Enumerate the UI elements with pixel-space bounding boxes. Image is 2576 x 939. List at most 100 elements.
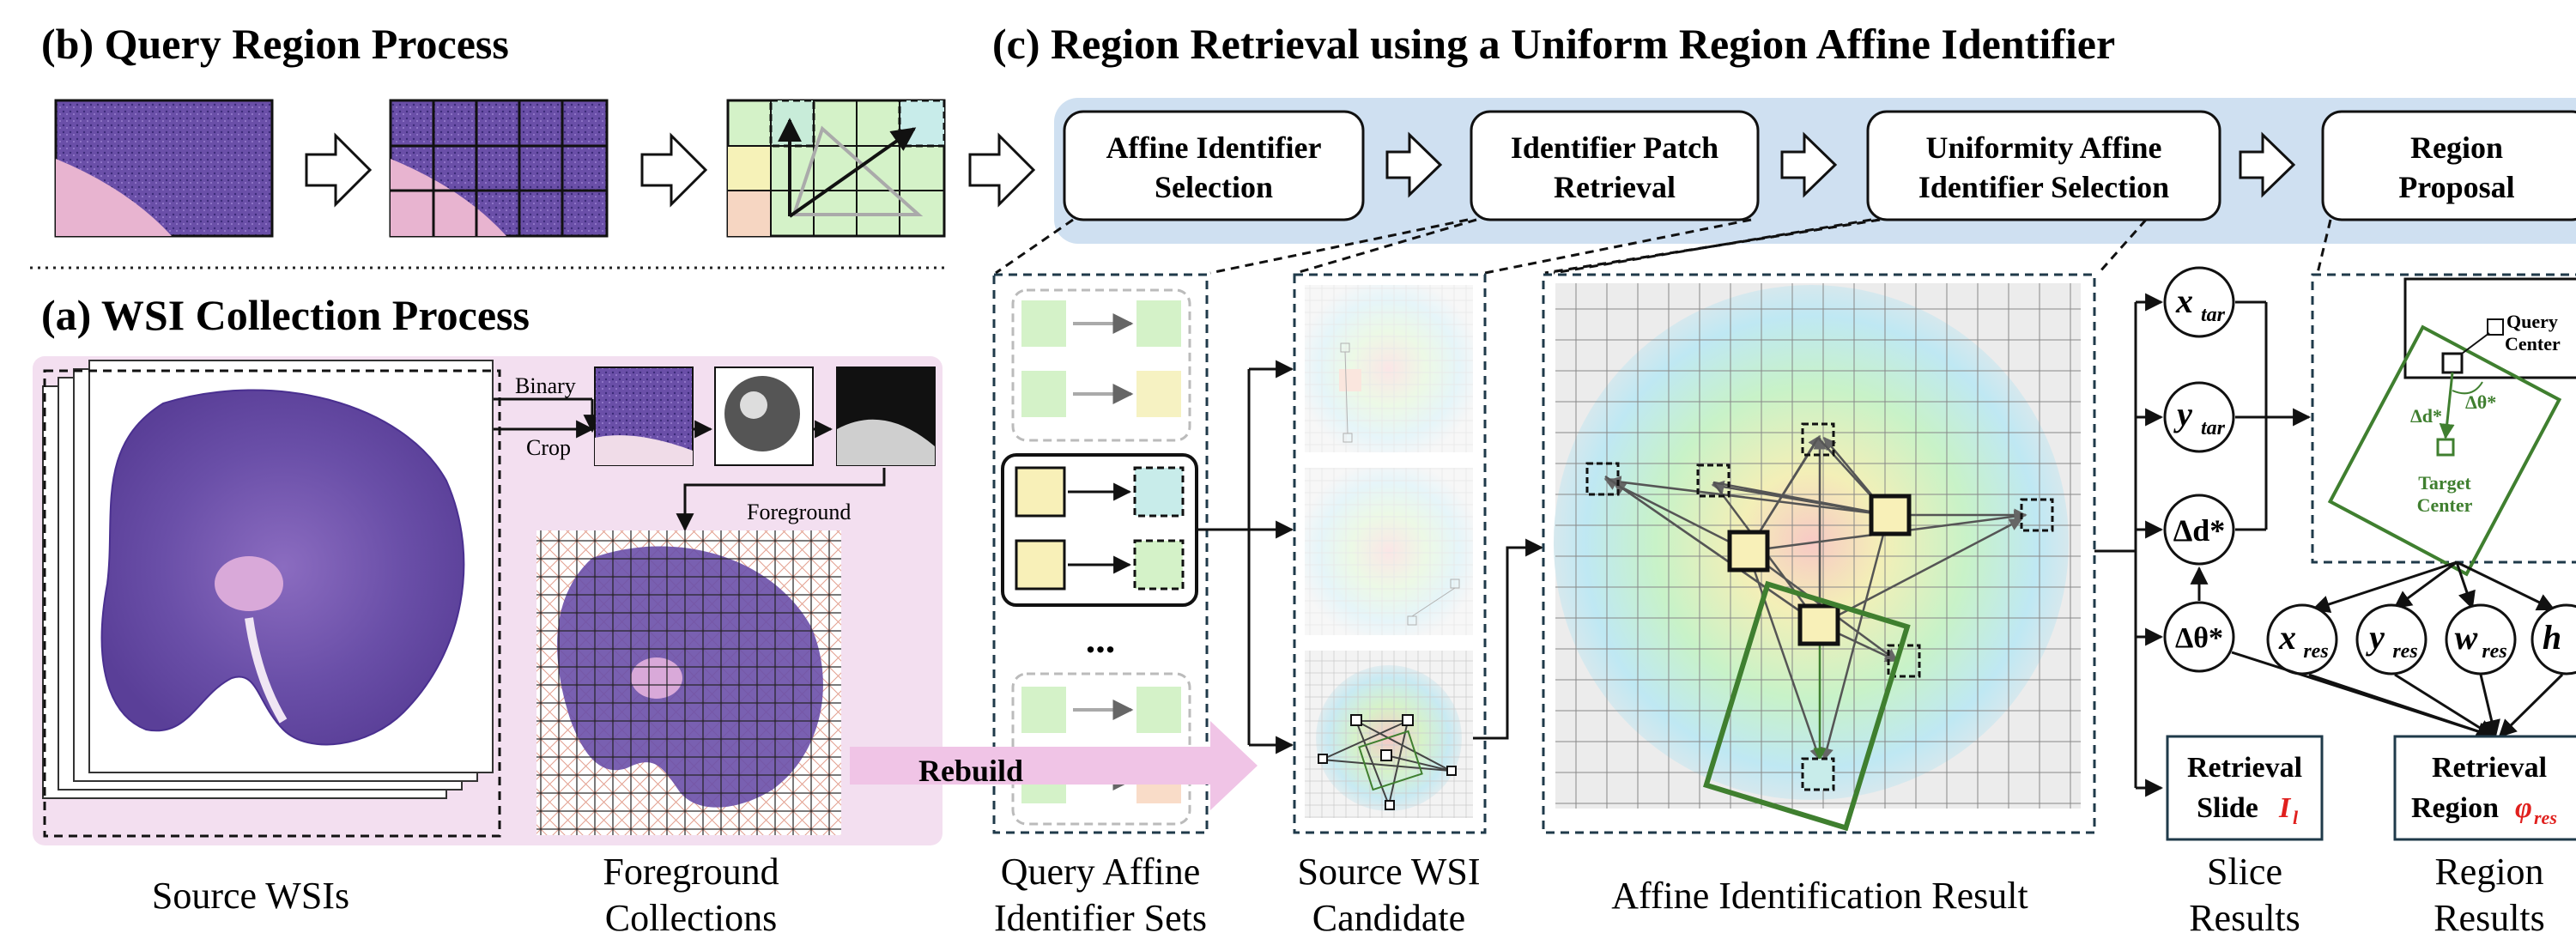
svg-text:Center: Center — [2417, 494, 2473, 516]
proposal-diagram: Query Center Δd* Δθ* Target Center — [2327, 277, 2576, 577]
node-delta-d: Δd* — [2163, 494, 2235, 566]
node-x-res: x res — [2266, 603, 2338, 675]
svg-text:res: res — [2482, 640, 2506, 663]
pipeline-step-region-proposal: Region Proposal — [2321, 110, 2576, 221]
node-y-res: y res — [2355, 603, 2428, 675]
candidate-3 — [1305, 651, 1473, 818]
svg-text:Center: Center — [2505, 333, 2561, 354]
caption-candidate-2: Candidate — [1312, 897, 1465, 939]
retrieval-slide-box: Retrieval Slide I l — [2166, 735, 2324, 841]
svg-text:Selection: Selection — [1155, 170, 1273, 204]
foreground-collection-grid — [536, 530, 841, 835]
retrieval-region-box: Retrieval Region φ res — [2393, 735, 2576, 841]
node-w-res: w res — [2445, 603, 2517, 675]
svg-text:tar: tar — [2201, 417, 2226, 439]
svg-text:Proposal: Proposal — [2398, 170, 2514, 204]
node-x-tar: x tar — [2163, 266, 2235, 338]
svg-text:Identifier Selection: Identifier Selection — [1918, 170, 2169, 204]
title-region-retrieval: (c) Region Retrieval using a Uniform Reg… — [992, 20, 2115, 68]
region-result-arrows — [2231, 651, 2564, 741]
identifier-set-2 — [1001, 453, 1198, 607]
proposal-fan-arrows — [2312, 560, 2555, 614]
set-to-candidate-connectors — [1197, 360, 1294, 754]
foreground-mask-thumbnail — [836, 367, 936, 466]
node-delta-theta: Δθ* — [2163, 601, 2235, 673]
svg-text:Query: Query — [2506, 311, 2558, 332]
svg-text:Uniformity Affine: Uniformity Affine — [1926, 130, 2162, 165]
query-patch-grid — [389, 99, 609, 238]
svg-text:y: y — [2173, 395, 2192, 433]
candidate-2 — [1305, 468, 1473, 635]
affine-heatmap — [1554, 283, 2081, 809]
source-candidate-panel — [1293, 273, 1487, 834]
svg-text:Region: Region — [2411, 792, 2499, 824]
binary-label: Binary — [515, 373, 576, 398]
proposed-region-box — [1703, 580, 1911, 832]
caption-candidate-1: Source WSI — [1297, 851, 1480, 893]
ellipsis: ... — [1086, 617, 1116, 661]
svg-text:I: I — [2278, 792, 2292, 824]
pipeline-step-patch-retrieval: Identifier Patch Retrieval — [1470, 110, 1760, 221]
result-to-nodes-connectors — [2094, 293, 2164, 797]
projection-lines — [995, 218, 2332, 275]
svg-text:Δθ*: Δθ* — [2465, 391, 2496, 413]
node-h-res: h — [2531, 603, 2576, 675]
pipeline-step-uniformity-selection: Uniformity Affine Identifier Selection — [1866, 110, 2221, 221]
svg-text:Region: Region — [2410, 130, 2503, 165]
node-y-tar: y tar — [2163, 381, 2235, 453]
candidate-1 — [1305, 285, 1473, 452]
big-hollow-arrow-3 — [968, 132, 1036, 208]
big-hollow-arrow-2 — [640, 132, 708, 208]
svg-text:y: y — [2366, 618, 2385, 657]
svg-text:Δd*: Δd* — [2173, 513, 2226, 548]
svg-text:Δθ*: Δθ* — [2175, 622, 2223, 654]
wsi-stack — [42, 360, 501, 838]
big-hollow-arrow-1 — [305, 132, 373, 208]
affine-nodes — [1585, 422, 2054, 791]
caption-slice-2: Results — [2189, 897, 2300, 939]
caption-query-sets-2: Identifier Sets — [994, 897, 1207, 939]
svg-text:Retrieval: Retrieval — [1554, 170, 1676, 204]
svg-text:tar: tar — [2201, 304, 2226, 326]
svg-text:Affine Identifier: Affine Identifier — [1106, 130, 1322, 165]
svg-text:res: res — [2534, 807, 2557, 828]
svg-text:x: x — [2278, 618, 2296, 657]
svg-text:Slide: Slide — [2197, 792, 2258, 824]
identifier-set-1 — [1011, 288, 1191, 442]
query-patch-original — [54, 99, 274, 238]
svg-text:Retrieval: Retrieval — [2432, 752, 2547, 784]
binary-thumbnail — [714, 367, 814, 466]
svg-text:Target: Target — [2418, 472, 2471, 494]
pipeline-arrow-1 — [1385, 131, 1443, 198]
caption-query-sets-1: Query Affine — [1001, 851, 1201, 893]
candidate-to-result-arrow — [1473, 538, 1544, 740]
caption-region-1: Region — [2434, 851, 2543, 893]
caption-region-2: Results — [2434, 897, 2545, 939]
svg-text:x: x — [2175, 282, 2193, 320]
proposal-panel — [2311, 273, 2576, 564]
caption-affine-result: Affine Identification Result — [1611, 875, 2028, 917]
foreground-label: Foreground — [747, 500, 851, 524]
caption-source-wsis: Source WSIs — [152, 875, 349, 917]
svg-text:w: w — [2455, 618, 2478, 657]
caption-foreground-1: Foreground — [603, 851, 779, 893]
caption-slice-1: Slice — [2207, 851, 2282, 893]
svg-text:Rebuild: Rebuild — [918, 754, 1023, 788]
caption-foreground-2: Collections — [605, 897, 777, 939]
svg-text:res: res — [2303, 640, 2328, 663]
svg-text:res: res — [2392, 640, 2417, 663]
svg-text:Identifier Patch: Identifier Patch — [1511, 130, 1718, 165]
title-query-region: (b) Query Region Process — [41, 20, 509, 68]
pipeline-arrow-2 — [1780, 131, 1838, 198]
pipeline-step-affine-selection: Affine Identifier Selection — [1063, 110, 1365, 221]
svg-text:φ: φ — [2515, 792, 2532, 824]
query-affine-grid — [726, 99, 946, 238]
crop-label: Crop — [526, 435, 571, 460]
svg-text:l: l — [2293, 807, 2299, 828]
title-wsi-collection: (a) WSI Collection Process — [41, 291, 530, 339]
svg-text:h: h — [2543, 618, 2561, 657]
svg-text:Retrieval: Retrieval — [2187, 752, 2302, 784]
rebuild-arrow: Rebuild — [850, 721, 1258, 810]
crop-thumbnail — [594, 367, 694, 466]
pipeline-arrow-3 — [2239, 131, 2296, 198]
